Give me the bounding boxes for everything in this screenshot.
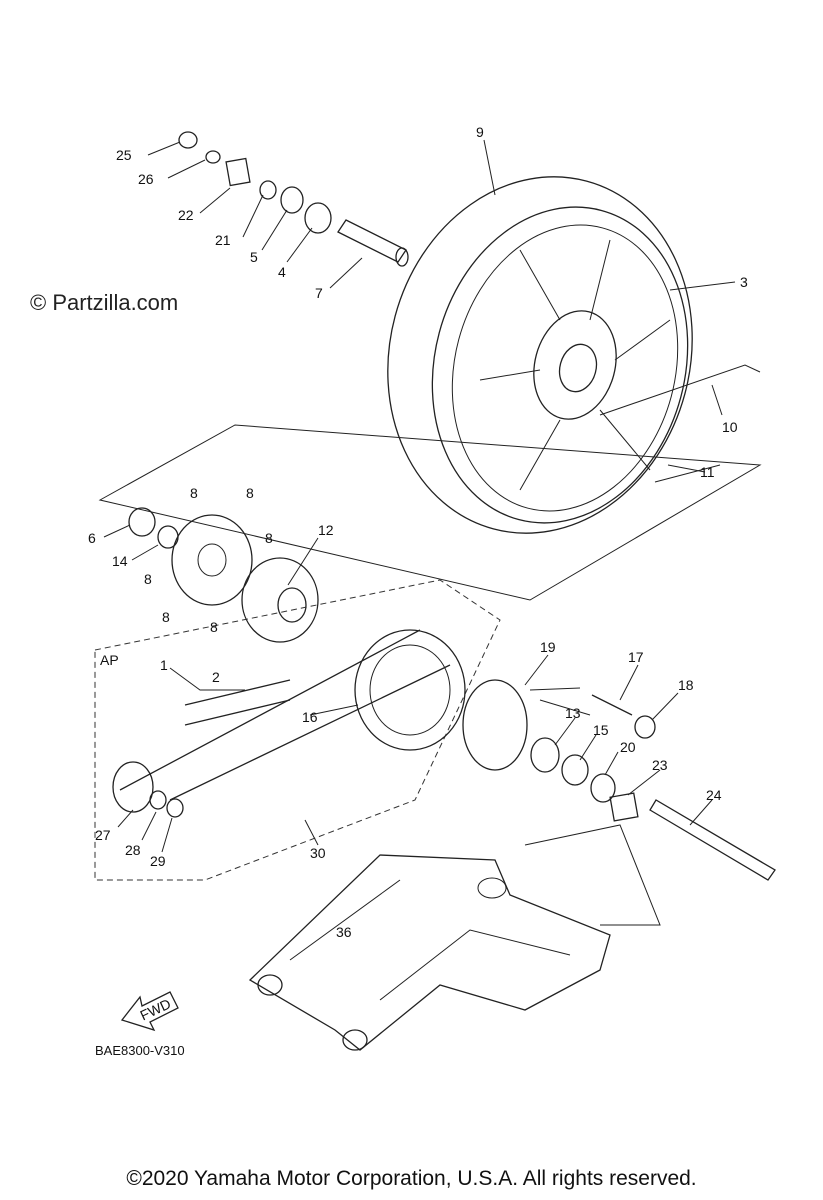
callout-18: 18 (678, 677, 694, 693)
leader-lines (103, 139, 736, 853)
callout-9: 9 (476, 124, 484, 140)
callout-6: 6 (88, 530, 96, 546)
callout-8d: 8 (144, 571, 152, 587)
callout-26: 26 (138, 171, 154, 187)
callout-8b: 8 (246, 485, 254, 501)
callout-29: 29 (150, 853, 166, 869)
axle-hardware[interactable] (178, 131, 409, 267)
callout-11: 11 (700, 464, 715, 480)
callout-8e: 8 (162, 609, 170, 625)
callout-21: 21 (215, 232, 231, 248)
callout-20: 20 (620, 739, 636, 755)
callout-7: 7 (315, 285, 323, 301)
callout-5: 5 (250, 249, 258, 265)
callout-8a: 8 (190, 485, 198, 501)
callout-25: 25 (116, 147, 132, 163)
partzilla-watermark: © Partzilla.com (30, 290, 179, 315)
callout-19: 19 (540, 639, 556, 655)
callout-labels: 1 2 3 4 5 6 7 8 8 8 8 8 8 9 10 11 12 13 … (88, 124, 748, 940)
callout-10: 10 (722, 419, 738, 435)
callout-16: 16 (302, 709, 318, 725)
callout-14: 14 (112, 553, 128, 569)
copyright-notice: ©2020 Yamaha Motor Corporation, U.S.A. A… (126, 1167, 697, 1190)
callout-15: 15 (593, 722, 609, 738)
callout-36: 36 (336, 924, 352, 940)
callout-13: 13 (565, 705, 581, 721)
rear-wheel[interactable] (349, 142, 732, 567)
callout-22: 22 (178, 207, 194, 223)
swingarm[interactable] (248, 854, 611, 1051)
callout-2: 2 (212, 669, 220, 685)
callout-17: 17 (628, 649, 644, 665)
group-label-ap: AP (100, 652, 119, 668)
callout-4: 4 (278, 264, 286, 280)
callout-28: 28 (125, 842, 141, 858)
hub-damper-group[interactable] (128, 507, 319, 643)
diagram-code: BAE8300-V310 (95, 1043, 185, 1058)
drive-chain-group[interactable] (94, 579, 501, 881)
callout-24: 24 (706, 787, 722, 803)
brake-hub-group[interactable] (462, 679, 776, 881)
callout-8c: 8 (265, 530, 273, 546)
fwd-arrow-icon: FWD (120, 991, 179, 1032)
callout-1: 1 (160, 657, 168, 673)
callout-30: 30 (310, 845, 326, 861)
callout-27: 27 (95, 827, 111, 843)
callout-23: 23 (652, 757, 668, 773)
callout-12: 12 (318, 522, 334, 538)
callout-8f: 8 (210, 619, 218, 635)
callout-3: 3 (740, 274, 748, 290)
